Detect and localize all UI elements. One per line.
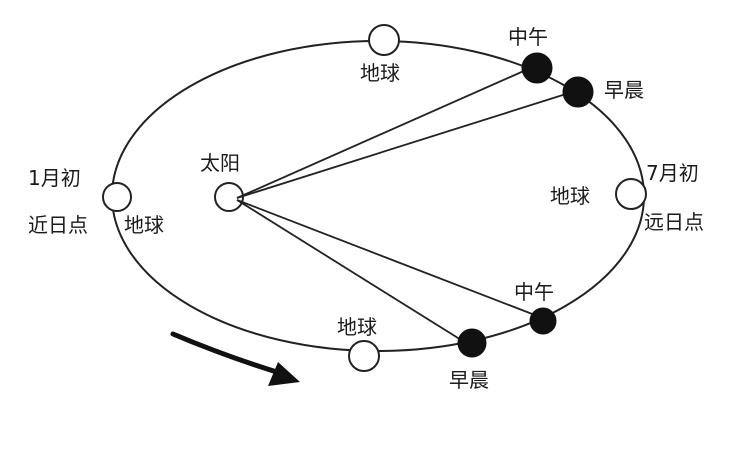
- direction-arrow-shaft: [170, 331, 283, 376]
- morning-upper-label: 早晨: [604, 78, 644, 102]
- earth-left-label: 地球: [124, 213, 164, 237]
- earth-bottom-circle: [348, 340, 380, 372]
- earth-right-circle: [615, 178, 647, 210]
- ray-sun-to-lower-noon: [236, 199, 541, 318]
- earth-upper-noon-dark: [521, 52, 553, 84]
- earth-top-label: 地球: [360, 61, 400, 85]
- direction-arrow-head: [268, 362, 300, 386]
- noon-upper-label: 中午: [508, 25, 548, 49]
- earth-right-label: 地球: [550, 184, 590, 208]
- earth-left-circle: [102, 182, 132, 212]
- noon-lower-label: 中午: [514, 280, 554, 304]
- aphelion-label: 远日点: [644, 210, 704, 234]
- ray-sun-to-lower-morning: [236, 199, 467, 344]
- earth-lower-morning-dark: [457, 328, 487, 358]
- sun-label: 太阳: [200, 151, 240, 175]
- perihelion-label: 近日点: [28, 213, 88, 237]
- ray-sun-to-upper-noon: [236, 69, 527, 199]
- earth-lower-noon-dark: [529, 307, 557, 335]
- earth-top-circle: [368, 24, 400, 56]
- earth-upper-morning-dark: [562, 76, 594, 108]
- jan-early-label: 1月初: [28, 166, 81, 190]
- morning-lower-label: 早晨: [449, 368, 489, 392]
- jul-early-label: 7月初: [646, 161, 699, 185]
- earth-bottom-label: 地球: [337, 315, 377, 339]
- ray-sun-to-upper-morning: [236, 93, 567, 199]
